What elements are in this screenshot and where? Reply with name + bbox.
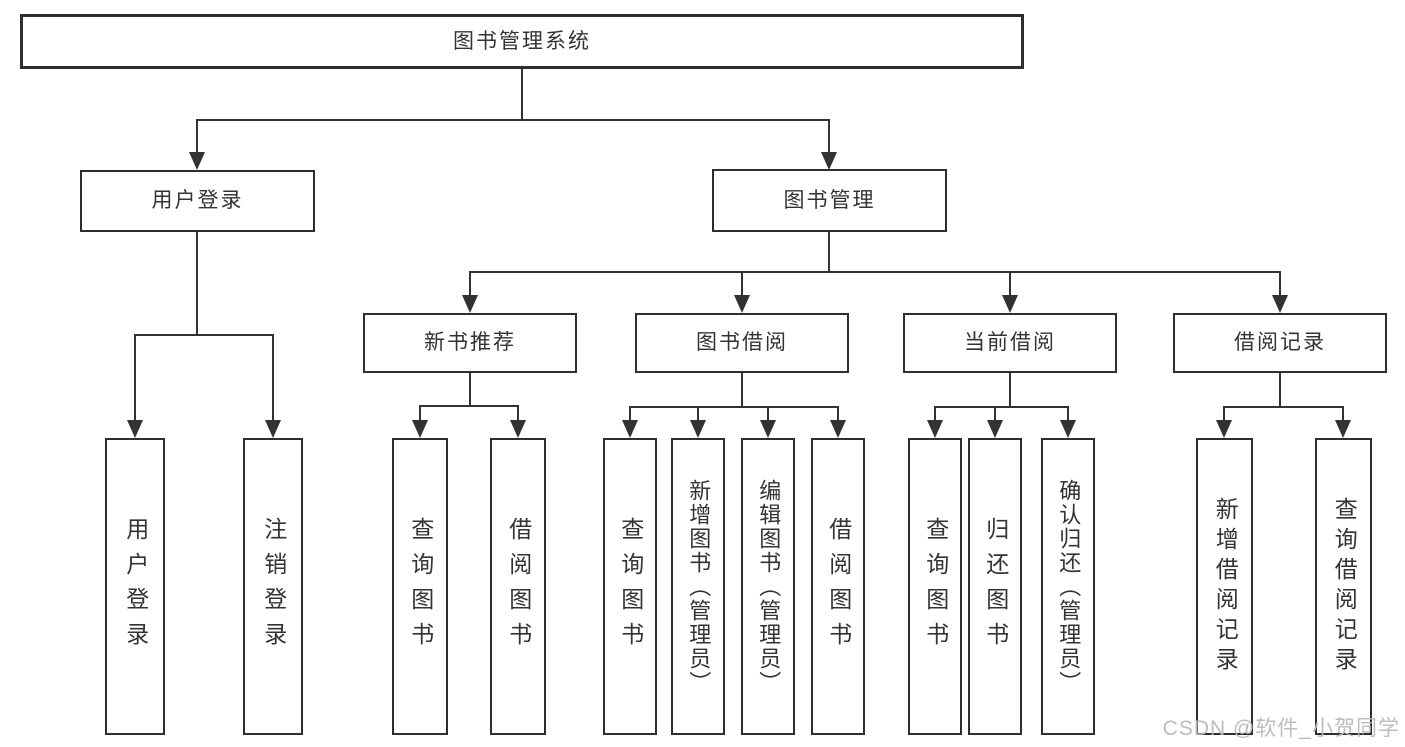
leaf-edit-book-admin: 编辑图书（管理员） [741,438,795,735]
arrowhead-icon [734,295,750,313]
arrowhead-icon [1272,295,1288,313]
arrowhead-icon [690,420,706,438]
arrowhead-icon [462,295,478,313]
leaf-add-book-admin: 新增图书（管理员） [671,438,725,735]
arrowhead-icon [265,420,281,438]
node-new-book-recommend: 新书推荐 [363,313,577,373]
leaf-confirm-return-admin: 确认归还（管理员） [1041,438,1095,735]
leaf-query-books-borrow: 查询图书 [603,438,657,735]
arrowhead-icon [1216,420,1232,438]
leaf-borrow-books: 借阅图书 [811,438,865,735]
leaf-user-login: 用户登录 [105,438,165,735]
leaf-add-borrow-record: 新增借阅记录 [1196,438,1253,735]
arrowhead-icon [987,420,1003,438]
arrowhead-icon [1060,420,1076,438]
connector-bookborrow-to-leaves [629,373,839,421]
leaf-borrow-books-recommend: 借阅图书 [490,438,546,735]
arrowhead-icon [622,420,638,438]
arrowhead-icon [412,420,428,438]
arrowhead-icon [927,420,943,438]
arrowhead-icon [189,152,205,170]
node-borrowing-records: 借阅记录 [1173,313,1387,373]
connector-bookmgmt-to-level3 [469,232,1281,296]
connector-currentborrow-to-leaves [934,373,1069,421]
arrowhead-icon [127,420,143,438]
connector-borrowrecords-to-leaves [1223,373,1344,421]
csdn-watermark: CSDN @软件_小贺同学 [1162,717,1400,740]
connector-userlogin-to-leaves [134,232,274,421]
node-book-management: 图书管理 [712,169,947,232]
connector-newbookrec-to-leaves [419,373,519,421]
arrowhead-icon [760,420,776,438]
node-book-borrowing: 图书借阅 [635,313,849,373]
node-current-borrowing: 当前借阅 [903,313,1117,373]
node-user-login: 用户登录 [80,170,315,232]
arrowhead-icon [1002,295,1018,313]
arrowhead-icon [1335,420,1351,438]
leaf-query-borrow-record: 查询借阅记录 [1315,438,1372,735]
arrowhead-icon [821,152,837,170]
leaf-query-books-recommend: 查询图书 [392,438,448,735]
arrowhead-icon [510,420,526,438]
node-library-management-system: 图书管理系统 [20,14,1024,69]
arrowhead-icon [830,420,846,438]
leaf-logout-login: 注销登录 [243,438,303,735]
leaf-query-books-current: 查询图书 [908,438,962,735]
leaf-return-books: 归还图书 [968,438,1022,735]
connector-root-to-level2 [196,68,830,153]
